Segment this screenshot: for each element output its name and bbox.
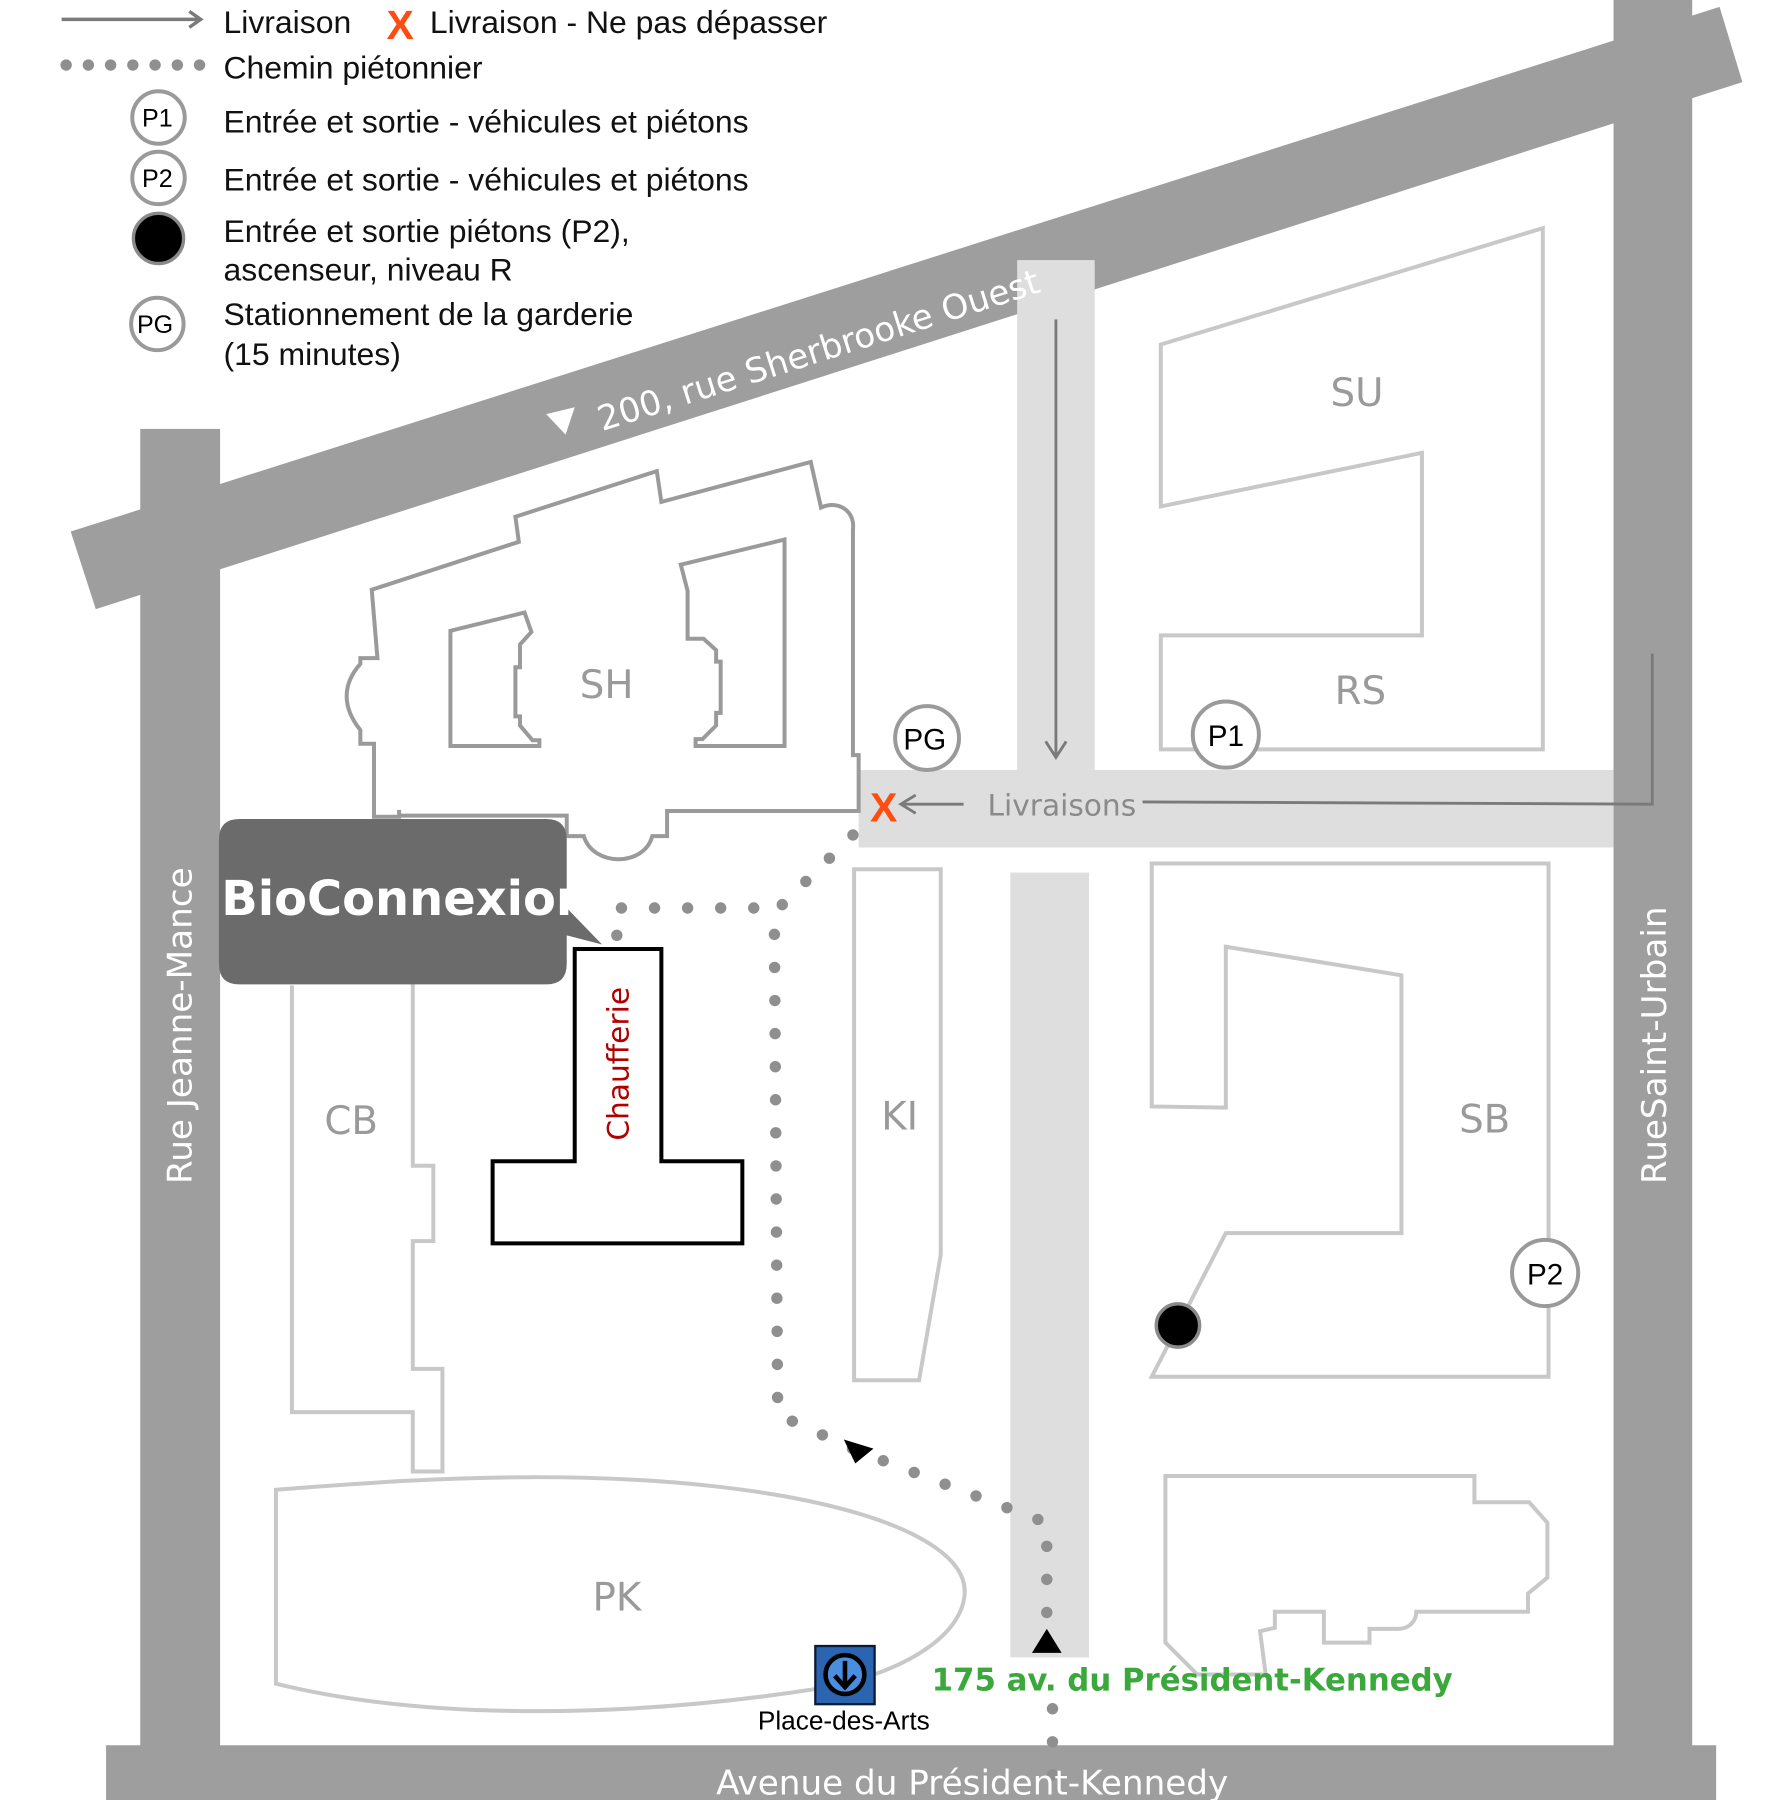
lane-north-south-bottom <box>1010 872 1089 1658</box>
entry-arrow-up-icon <box>1031 1628 1062 1653</box>
lane-delivery-east-west <box>858 769 1614 848</box>
legend-footpath-label: Chemin piétonnier <box>224 50 483 86</box>
marker-p2-label: P2 <box>1527 1258 1563 1291</box>
street-label-jeanne-mance: Rue Jeanne-Mance <box>161 867 201 1184</box>
marker-p2[interactable]: P2 <box>1510 1237 1581 1309</box>
delivery-line-horizontal <box>1142 653 1654 806</box>
footpath-main <box>768 829 1053 1624</box>
legend-p1-code: P1 <box>142 105 173 133</box>
boiler-room-label: Chaufferie <box>600 987 635 1141</box>
address-label: 175 av. du Président-Kennedy <box>932 1662 1453 1698</box>
street-sherbrooke <box>70 6 1743 610</box>
lanes <box>858 260 1614 1658</box>
legend-pg-line2: (15 minutes) <box>224 336 401 372</box>
street-jeanne-mance <box>140 428 221 1800</box>
entry-markers: PG P1 P2 <box>893 699 1581 1349</box>
legend-delivery-label: Livraison <box>224 4 352 40</box>
bioconnexion-title: BioConnexion <box>221 872 590 927</box>
building-su-rs-outline <box>1158 225 1545 752</box>
building-pk-label: PK <box>593 1576 643 1621</box>
sherbrooke-entry-arrow-icon <box>546 407 575 435</box>
legend-black-dot-icon <box>131 211 186 266</box>
building-rs-label: RS <box>1335 669 1387 714</box>
legend-pedestrian-entry-line1: Entrée et sortie piétons (P2), <box>224 213 630 249</box>
delivery-arrowhead-left-icon <box>898 793 917 815</box>
building-sb-outline <box>1148 861 1551 1379</box>
boiler-room-outline <box>490 947 745 1246</box>
legend-p1-label: Entrée et sortie - véhicules et piétons <box>224 103 749 139</box>
legend-no-pass-label: Livraison - Ne pas dépasser <box>430 4 828 40</box>
legend: Livraison X Livraison - Ne pas dépasser … <box>60 2 828 372</box>
delivery-arrowhead-down-icon <box>1044 740 1068 761</box>
delivery-route: Livraisons X <box>870 319 1654 830</box>
legend-p2: P2 Entrée et sortie - véhicules et piéto… <box>130 149 749 207</box>
buildings: SH SU RS CB KI SB PK Chaufferie <box>273 225 1551 1714</box>
street-saint-urbain <box>1613 0 1693 1800</box>
legend-p1: P1 Entrée et sortie - véhicules et piéto… <box>130 89 749 146</box>
building-cb-outline <box>289 983 445 1474</box>
legend-pedestrian-entry: Entrée et sortie piétons (P2), ascenseur… <box>131 211 630 288</box>
building-pk-outline <box>273 1475 967 1714</box>
legend-p2-code: P2 <box>142 165 173 193</box>
bioconnexion-callout: BioConnexion <box>218 819 603 985</box>
legend-arrow-icon <box>61 10 204 29</box>
building-su-label: SU <box>1330 371 1383 416</box>
marker-p1-label: P1 <box>1208 720 1244 753</box>
footpath-arrow-icon <box>843 1439 874 1464</box>
deliveries-label: Livraisons <box>988 788 1137 823</box>
marker-p1[interactable]: P1 <box>1190 699 1261 770</box>
building-southeast-outline <box>1163 1474 1550 1677</box>
legend-pg: PG Stationnement de la garderie (15 minu… <box>129 295 634 372</box>
legend-pg-code: PG <box>137 311 173 339</box>
footpath-to-bioconnexion <box>609 902 760 944</box>
no-pass-marker-icon: X <box>870 784 898 830</box>
building-sb-label: SB <box>1459 1098 1510 1143</box>
streets <box>70 0 1743 1800</box>
street-label-president-kennedy: Avenue du Président-Kennedy <box>716 1763 1228 1800</box>
legend-pedestrian-entry-line2: ascenseur, niveau R <box>224 252 513 288</box>
building-sh-courtyard-right <box>678 537 787 749</box>
pedestrian-entry-marker-icon[interactable] <box>1154 1302 1202 1349</box>
building-ki-outline <box>852 867 943 1383</box>
metro-icon-arrow <box>833 1660 857 1691</box>
marker-pg-label: PG <box>903 723 946 756</box>
building-sh-courtyard-left <box>448 610 542 749</box>
callout-bubble <box>218 819 603 985</box>
legend-pg-line1: Stationnement de la garderie <box>224 296 634 332</box>
legend-footpath: Chemin piétonnier <box>60 50 483 86</box>
metro-station-label: Place-des-Arts <box>758 1705 930 1735</box>
metro-station[interactable]: Place-des-Arts <box>758 1644 930 1735</box>
legend-no-pass-icon: X <box>387 2 415 48</box>
marker-pg[interactable]: PG <box>893 704 961 772</box>
building-sh-label: SH <box>580 663 634 708</box>
building-sh-outline <box>344 459 861 862</box>
street-label-saint-urbain: RueSaint-Urbain <box>1635 906 1675 1184</box>
building-ki-label: KI <box>881 1094 918 1139</box>
pedestrian-path <box>609 829 1062 1786</box>
street-president-kennedy <box>106 1745 1717 1800</box>
building-cb-label: CB <box>324 1099 378 1144</box>
legend-delivery: Livraison X Livraison - Ne pas dépasser <box>61 2 828 48</box>
legend-p2-label: Entrée et sortie - véhicules et piétons <box>224 161 749 197</box>
